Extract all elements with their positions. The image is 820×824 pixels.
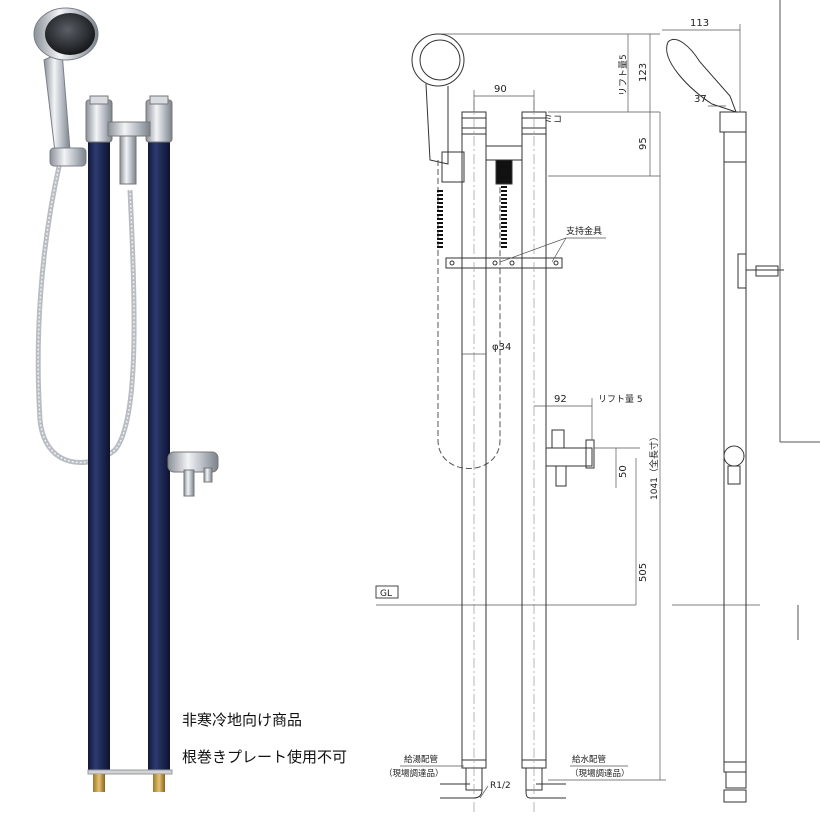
side-shower-head <box>666 39 737 113</box>
label-cold-pipe-note: （現場調達品） <box>570 768 630 779</box>
label-hot-pipe: 給湯配管 <box>404 754 438 765</box>
dim-head-height: 123 <box>638 63 649 82</box>
side-pipe <box>723 161 747 763</box>
label-thread: R1/2 <box>490 781 511 791</box>
side-drawing <box>662 0 820 803</box>
dim-valve-height: 95 <box>638 137 649 150</box>
dim-side-angle: 37 <box>694 94 707 105</box>
dim-pipe-dia: φ34 <box>492 342 511 353</box>
right-pipe <box>148 138 170 770</box>
base-bar <box>87 769 173 775</box>
shower-head <box>33 7 99 161</box>
left-fitting <box>93 774 105 792</box>
left-pipe <box>88 138 110 770</box>
dim-lift-top: リフト量5 <box>618 54 629 96</box>
label-ground: GL <box>380 589 392 599</box>
note-no-base-plate: 根巻きプレート使用不可 <box>182 748 348 766</box>
dim-lift-tap: リフト量 5 <box>598 394 643 405</box>
dim-tap-height: 50 <box>618 465 629 478</box>
right-fitting <box>153 774 165 792</box>
label-cold-pipe: 給水配管 <box>572 754 606 765</box>
label-hot-pipe-note: （現場調達品） <box>384 768 444 779</box>
side-tap <box>167 451 219 497</box>
shower-hose <box>35 161 137 465</box>
mixing-bar <box>107 121 151 137</box>
dim-spacing-top: 90 <box>494 84 507 95</box>
shower-holder <box>49 147 87 167</box>
label-cold-mark: ミコ <box>544 115 562 125</box>
label-support: 支持金具 <box>566 225 602 237</box>
dimension-texts: 90 リフト量5 123 95 φ34 92 リフト量 5 50 1041（全長… <box>380 18 709 791</box>
gl-box <box>375 585 399 599</box>
dimension-lines <box>400 33 666 799</box>
dim-tap-from-gl: 505 <box>638 563 649 582</box>
support-bracket <box>445 257 563 269</box>
note-non-cold-region: 非寒冷地向け商品 <box>182 711 303 729</box>
drawing-shower-head <box>411 33 465 87</box>
dim-tap-offset: 92 <box>554 394 567 405</box>
product-photo <box>33 7 219 792</box>
front-drawing <box>375 33 760 812</box>
dim-side-width: 113 <box>690 18 709 29</box>
dim-overall: 1041（全長寸） <box>648 432 660 500</box>
